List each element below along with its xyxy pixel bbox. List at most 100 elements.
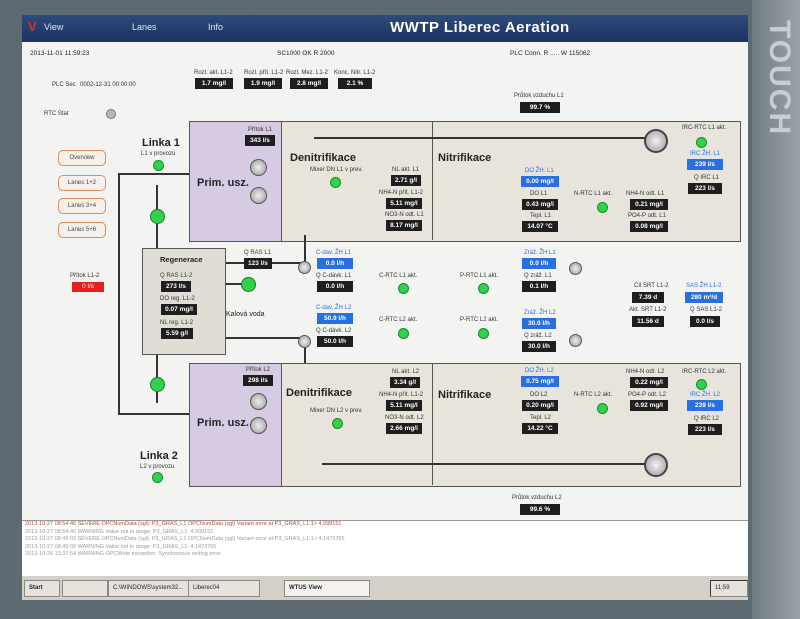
rozl-akt-value: 1.7 mg/l — [195, 78, 233, 89]
lane2-mixer-label: Mixer DN L2 v prev. — [310, 408, 363, 414]
ras-l2-riser — [304, 337, 306, 365]
lane1-tank — [281, 121, 741, 242]
rozl-akt-label: Rozl. akt. L1-2 — [194, 70, 233, 76]
lane2-nh4odt-value: 0.22 mg/l — [630, 377, 668, 388]
lane2-tank — [281, 363, 741, 487]
lane1-mixer-label: Mixer DN L1 v prev. — [310, 167, 363, 173]
title-bar: V View Lanes Info WWTP Liberec Aeration — [22, 15, 748, 42]
lane1-nrtc-label: N-RTC L1 akt. — [574, 191, 613, 197]
q-ras12-label: Q RAS L1-2 — [160, 273, 193, 279]
lane2-nrtc-indicator — [597, 403, 608, 414]
c-dosing-pump-l1[interactable] — [298, 261, 311, 274]
taskbar-item-1[interactable] — [62, 580, 108, 597]
menu-info[interactable]: Info — [208, 22, 224, 32]
crtc2-label: C-RTC L2 akt. — [379, 317, 418, 323]
lane1-blower[interactable] — [644, 129, 668, 153]
regen-title: Regenerace — [160, 255, 203, 264]
lane1-nl-label: NL akt. L1 — [392, 167, 420, 173]
feed-pipe-lane2 — [118, 413, 189, 415]
start-button[interactable]: Start — [24, 580, 60, 597]
lane1-do-zh-label: DO ŽH. L1 — [525, 168, 554, 174]
plc-connection: PLC Conn. R ..... W 115062 — [510, 50, 591, 57]
akt-srt-value: 11.56 d — [632, 316, 664, 327]
sas-zh-label: SAS ŽH L1-2 — [686, 283, 722, 289]
q-sas-value: 0.0 l/s — [690, 316, 720, 327]
event-log[interactable]: 2013-10-27 08:54:40 SEVERE OPCNumData (s… — [22, 520, 748, 576]
lane2-nh4-label: NH4-N přít. L1-2 — [379, 392, 424, 398]
lane2-prim-pump-1[interactable] — [250, 393, 267, 410]
lane2-denit-label: Denitrifikace — [286, 387, 353, 399]
lane1-do-zh-value[interactable]: 0.00 mg/l — [521, 176, 559, 187]
touch-brand-logo: TOUCH — [763, 20, 796, 137]
lane1-q-irc-value: 223 l/s — [688, 183, 722, 194]
lane2-nl-label: NL akt. L2 — [392, 369, 420, 375]
c-dosing-pump-l2[interactable] — [298, 335, 311, 348]
lane1-prim-pump-2[interactable] — [250, 187, 267, 204]
feed-pipe-lane1 — [118, 173, 189, 175]
taskbar-item-liberec[interactable]: Liberec04 — [188, 580, 260, 597]
cdav-zh1-value[interactable]: 0.0 l/h — [317, 258, 353, 269]
konc-nitr-value: 2.1 % — [338, 78, 372, 89]
nav-lanes-3-4-button[interactable]: Lanes 3+4 — [58, 198, 106, 214]
lane2-do-zh-value[interactable]: 0.75 mg/l — [521, 376, 559, 387]
taskbar-item-cmd[interactable]: C:\WINDOWS\system32... — [108, 580, 190, 597]
lane2-status: L2 v provozu — [140, 464, 175, 470]
precip-pump-l1[interactable] — [569, 262, 582, 275]
zraz-zh2-value[interactable]: 30.0 l/h — [522, 318, 556, 329]
sas-zh-value[interactable]: 280 m³/d — [685, 292, 723, 303]
lane1-prim-pump-1[interactable] — [250, 159, 267, 176]
lane1-air-line — [314, 137, 652, 139]
app-title: WWTP Liberec Aeration — [390, 19, 570, 36]
lane2-no3-label: NO3-N odt. L2 — [385, 415, 424, 421]
lane2-ras-pump[interactable] — [150, 377, 165, 392]
nav-lanes-1-2-button[interactable]: Lanes 1+2 — [58, 175, 106, 191]
zraz-zh1-label: Zráž. ŽH L1 — [524, 250, 556, 256]
ras-l1-riser — [304, 235, 306, 263]
q-cdav2-label: Q C-dávk. L2 — [316, 328, 352, 334]
lane1-temp-label: Tepl. L1 — [530, 213, 552, 219]
lane1-irc-zh-value[interactable]: 239 l/s — [687, 159, 723, 170]
lane2-blower[interactable] — [644, 453, 668, 477]
crtc2-indicator — [398, 328, 409, 339]
lane2-nrtc-label: N-RTC L2 akt. — [574, 392, 613, 398]
inflow-l12-value: 0 l/s — [72, 282, 104, 292]
lane2-po4-label: PO4-P odt. L2 — [628, 392, 666, 398]
lane2-title: Linka 2 — [140, 450, 178, 462]
precip-pump-l2[interactable] — [569, 334, 582, 347]
lane1-no3-value: 8.17 mg/l — [386, 220, 422, 231]
lane1-po4-label: PO4-P odt. L1 — [628, 213, 666, 219]
q-cdav2-value: 50.0 l/h — [317, 336, 353, 347]
lane2-irc-zh-value[interactable]: 239 l/s — [687, 400, 723, 411]
lane1-nrtc-indicator — [597, 202, 608, 213]
lane1-nh4-label: NH4-N přít. L1-2 — [379, 190, 424, 196]
zraz-zh1-value[interactable]: 0.0 l/h — [522, 258, 556, 269]
cdav-zh2-value[interactable]: 50.9 l/h — [317, 313, 353, 324]
menu-view[interactable]: View — [44, 22, 64, 32]
do-reg-value: 0.07 mg/l — [161, 304, 197, 315]
q-cdav1-label: Q C-dávk. L1 — [316, 273, 352, 279]
lane1-inflow-value: 343 l/s — [245, 135, 275, 146]
log-line: 2013-10-27 08:49:03 WARNING Value not in… — [25, 543, 217, 550]
lane1-ras-pump[interactable] — [150, 209, 165, 224]
lane1-mixer-indicator — [330, 177, 341, 188]
lane2-status-indicator — [152, 472, 163, 483]
rozl-mez-label: Rozl. Mez. L1-2 — [286, 70, 329, 76]
nl-reg-label: NL reg. L1-2 — [160, 320, 194, 326]
q-sas-label: Q SAS L1-2 — [690, 307, 723, 313]
nav-lanes-5-6-button[interactable]: Lanes 5+6 — [58, 222, 106, 238]
log-line: 2013-10-27 08:49:03 SEVERE OPCNumData (s… — [25, 536, 345, 543]
lane1-no3-label: NO3-N odt. L1 — [385, 212, 424, 218]
lane1-nh4odt-label: NH4-N odt. L1 — [626, 191, 665, 197]
nav-overview-button[interactable]: Overview — [58, 150, 106, 166]
cil-srt-value: 7.39 d — [632, 292, 664, 303]
lane1-tank-divider — [432, 121, 433, 240]
taskbar-item-wtus[interactable]: WTUS View — [284, 580, 370, 597]
q-zraz1-label: Q zráž. L1 — [524, 273, 552, 279]
menu-lanes[interactable]: Lanes — [132, 22, 157, 32]
do-reg-label: DO reg. L1-2 — [160, 296, 195, 302]
lane2-prim-pump-2[interactable] — [250, 417, 267, 434]
rozl-prit-value: 1.9 mg/l — [244, 78, 282, 89]
sludge-water-pump[interactable] — [241, 277, 256, 292]
nl-reg-value: 5.59 g/l — [161, 328, 193, 339]
inflow-l12-label: Přítok L1-2 — [70, 273, 100, 279]
